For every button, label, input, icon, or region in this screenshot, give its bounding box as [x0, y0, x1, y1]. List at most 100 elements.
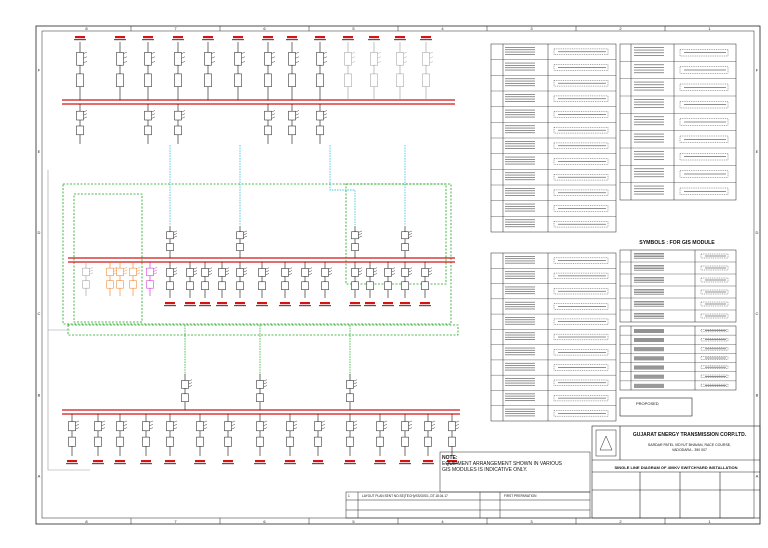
- feeder-label-text: [232, 39, 244, 41]
- earth-switch-mark: [429, 61, 434, 64]
- legend-symbol: [553, 410, 609, 417]
- feeder-bay: [82, 262, 94, 296]
- earth-switch-mark: [358, 270, 363, 273]
- earth-switch-mark: [231, 420, 236, 423]
- legend-symbol: [700, 301, 729, 307]
- isolator-symbol: [146, 280, 154, 289]
- legend-text-line: [634, 49, 664, 51]
- grid-label: 7: [174, 26, 177, 31]
- legend-text-line: [634, 385, 664, 387]
- gis-symbols-title: SYMBOLS : FOR GIS MODULE: [639, 240, 715, 246]
- feeder-label-text: [349, 305, 361, 307]
- isolator-symbol: [376, 436, 384, 447]
- feeder-label-text: [279, 305, 291, 307]
- legend-text-line: [505, 132, 535, 134]
- isolator-symbol: [142, 436, 150, 447]
- feeder-label-text: [74, 39, 86, 41]
- legend-text-line: [634, 55, 664, 56]
- earth-switch-mark: [83, 51, 88, 54]
- grid-label: 4: [441, 519, 444, 524]
- earth-switch-mark: [173, 267, 178, 270]
- feeder-bay: [174, 104, 186, 144]
- isolator-symbol: [68, 436, 76, 447]
- note-text: EQUIPMENT ARRANGEMENT SHOWN IN VARIOUS G…: [442, 461, 563, 473]
- legend-text-line: [505, 321, 535, 323]
- legend-text-line: [505, 172, 535, 174]
- feeder-bay: [236, 226, 248, 258]
- legend-symbol: [679, 170, 729, 178]
- feeder-label-marker: [400, 460, 410, 463]
- isolator-symbol: [316, 125, 324, 136]
- legend-text-line: [634, 168, 664, 170]
- feeder-label-text: [216, 305, 228, 307]
- legend-text-line: [634, 367, 664, 369]
- isolator-symbol: [366, 281, 374, 290]
- isolator-symbol: [76, 125, 84, 136]
- earth-switch-mark: [243, 270, 248, 273]
- feeder-label-marker: [200, 302, 210, 305]
- earth-switch-mark: [288, 273, 293, 276]
- legend-table-right-top: [619, 43, 737, 201]
- feeder-label-marker: [350, 302, 360, 305]
- legend-text-line: [634, 72, 664, 74]
- earth-switch-mark: [75, 420, 80, 423]
- feeder-label-marker: [375, 460, 385, 463]
- legend-text-line: [634, 374, 664, 376]
- company-address: SARDAR PATEL VIDYUT BHAVAN, RACE COURSE,…: [622, 443, 757, 452]
- feeder-bay: [382, 262, 396, 307]
- feeder-label-marker: [185, 302, 195, 305]
- grid-label: 8: [85, 519, 88, 524]
- feeder-label-marker: [173, 36, 183, 39]
- isolator-symbol: [316, 73, 324, 87]
- legend-rows: [491, 47, 736, 417]
- legend-text-line: [634, 375, 664, 377]
- legend-text-line: [505, 130, 535, 131]
- feeder-label-text: [164, 305, 176, 307]
- legend-text-line: [505, 101, 535, 102]
- legend-text-line: [634, 268, 664, 269]
- earth-switch-mark: [408, 267, 413, 270]
- legend-text-line: [505, 203, 535, 205]
- earth-switch-mark: [377, 61, 382, 64]
- legend-text-line: [634, 376, 664, 378]
- earth-switch-mark: [408, 270, 413, 273]
- earth-switch-mark: [211, 56, 216, 59]
- legend-text-line: [505, 65, 535, 66]
- earth-switch-mark: [408, 230, 413, 233]
- earth-switch-mark: [263, 427, 268, 430]
- feeder-label-text: [399, 305, 411, 307]
- legend-symbol: [553, 189, 609, 196]
- circuit-breaker-symbol: [201, 268, 209, 277]
- earth-switch-mark: [243, 267, 248, 270]
- earth-switch-mark: [123, 51, 128, 54]
- earth-switch-mark: [263, 424, 268, 426]
- legend-text-line: [505, 109, 535, 111]
- legend-text-line: [505, 286, 535, 288]
- earth-switch-mark: [323, 113, 328, 116]
- earth-switch-mark: [403, 51, 408, 54]
- isolator-symbol: [346, 393, 354, 402]
- feeder-label-text: [199, 305, 211, 307]
- circuit-breaker-symbol: [316, 52, 324, 66]
- legend-symbol: [679, 101, 729, 109]
- circuit-breaker-symbol: [401, 268, 409, 277]
- legend-text-line: [505, 112, 535, 113]
- legend-text-line: [505, 262, 535, 264]
- circuit-breaker-symbol: [264, 52, 272, 66]
- earth-switch-mark: [101, 427, 106, 430]
- isolator-symbol: [301, 281, 309, 290]
- feeder-bay: [351, 226, 363, 258]
- legend-text-line: [505, 54, 535, 55]
- legend-text-line: [634, 253, 664, 254]
- grid-label: C: [38, 311, 41, 316]
- circuit-breaker-symbol: [424, 421, 432, 432]
- earth-switch-mark: [151, 56, 156, 59]
- legend-text-line: [505, 291, 535, 292]
- note-box: [439, 451, 591, 493]
- isolator-symbol: [256, 393, 264, 402]
- earth-switch-mark: [353, 385, 358, 388]
- feeder-label-marker: [345, 460, 355, 463]
- legend-text-line: [505, 304, 535, 305]
- earth-switch-mark: [151, 113, 156, 116]
- feeder-label-marker: [343, 36, 353, 39]
